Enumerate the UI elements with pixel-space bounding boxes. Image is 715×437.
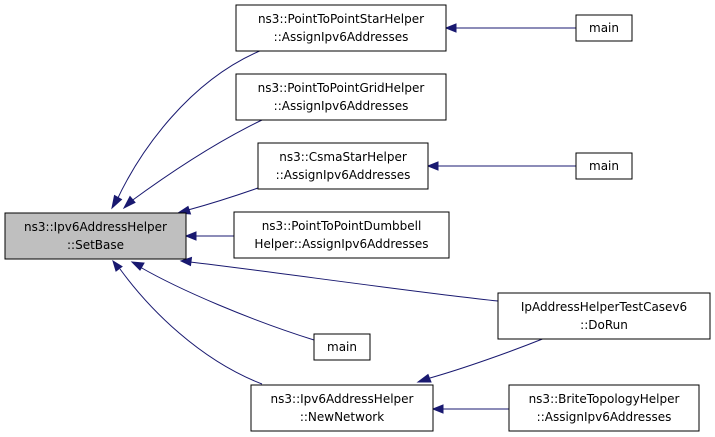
node-brite-assign-ipv6[interactable]: ns3::BriteTopologyHelper ::AssignIpv6Add… [508,384,700,432]
node-label: main [589,21,619,35]
edge-testcase-to-new-network [416,337,546,383]
node-label-line2: ::DoRun [580,318,628,332]
node-csma-star-assign-ipv6[interactable]: ns3::CsmaStarHelper ::AssignIpv6Addresse… [257,142,429,190]
node-new-network[interactable]: ns3::Ipv6AddressHelper ::NewNetwork [250,384,434,432]
node-label: main [589,159,619,173]
node-p2p-star-assign-ipv6[interactable]: ns3::PointToPointStarHelper ::AssignIpv6… [235,4,447,52]
node-label-line1: ns3::Ipv6AddressHelper [271,392,414,406]
node-label-line1: ns3::CsmaStarHelper [279,150,407,164]
edge-p2p-dumbbell-to-set-base [184,231,234,241]
edge-main3-to-set-base [130,261,315,341]
node-label-line2: ::AssignIpv6Addresses [537,410,672,424]
edge-csma-star-to-set-base [176,187,259,215]
node-p2p-grid-assign-ipv6[interactable]: ns3::PointToPointGridHelper ::AssignIpv6… [235,73,447,121]
edge-p2p-grid-to-set-base [122,119,263,210]
node-main-2[interactable]: main [575,152,633,180]
node-main-3[interactable]: main [313,333,371,361]
node-testcase-dorun[interactable]: IpAddressHelperTestCasev6 ::DoRun [497,292,711,340]
node-set-base[interactable]: ns3::Ipv6AddressHelper ::SetBase [4,212,187,260]
edge-p2p-star-to-set-base [111,49,263,210]
node-label-line1: ns3::Ipv6AddressHelper [24,220,167,234]
node-main-1[interactable]: main [575,14,633,42]
node-label-line1: ns3::PointToPointGridHelper [258,81,425,95]
node-label: main [327,340,357,354]
edge-brite-to-new-network [431,404,509,414]
edge-main1-to-p2p-star [444,23,576,33]
node-label-line1: ns3::PointToPointStarHelper [258,12,424,26]
node-label-line2: ::AssignIpv6Addresses [274,30,409,44]
edge-new-network-to-set-base [112,259,263,385]
edge-testcase-to-set-base [179,256,499,302]
node-label-line1: ns3::BriteTopologyHelper [529,392,680,406]
node-label-line2: ::NewNetwork [300,410,384,424]
edge-main2-to-csma-star [426,161,576,171]
node-label-line2: ::SetBase [67,238,124,252]
node-label-line2: ::AssignIpv6Addresses [274,99,409,113]
node-p2p-dumbbell-assign-ipv6[interactable]: ns3::PointToPointDumbbell Helper::Assign… [233,211,450,259]
node-label-line2: Helper::AssignIpv6Addresses [254,237,428,251]
node-label-line1: IpAddressHelperTestCasev6 [521,300,687,314]
node-label-line1: ns3::PointToPointDumbbell [262,219,422,233]
node-label-line2: ::AssignIpv6Addresses [276,168,411,182]
